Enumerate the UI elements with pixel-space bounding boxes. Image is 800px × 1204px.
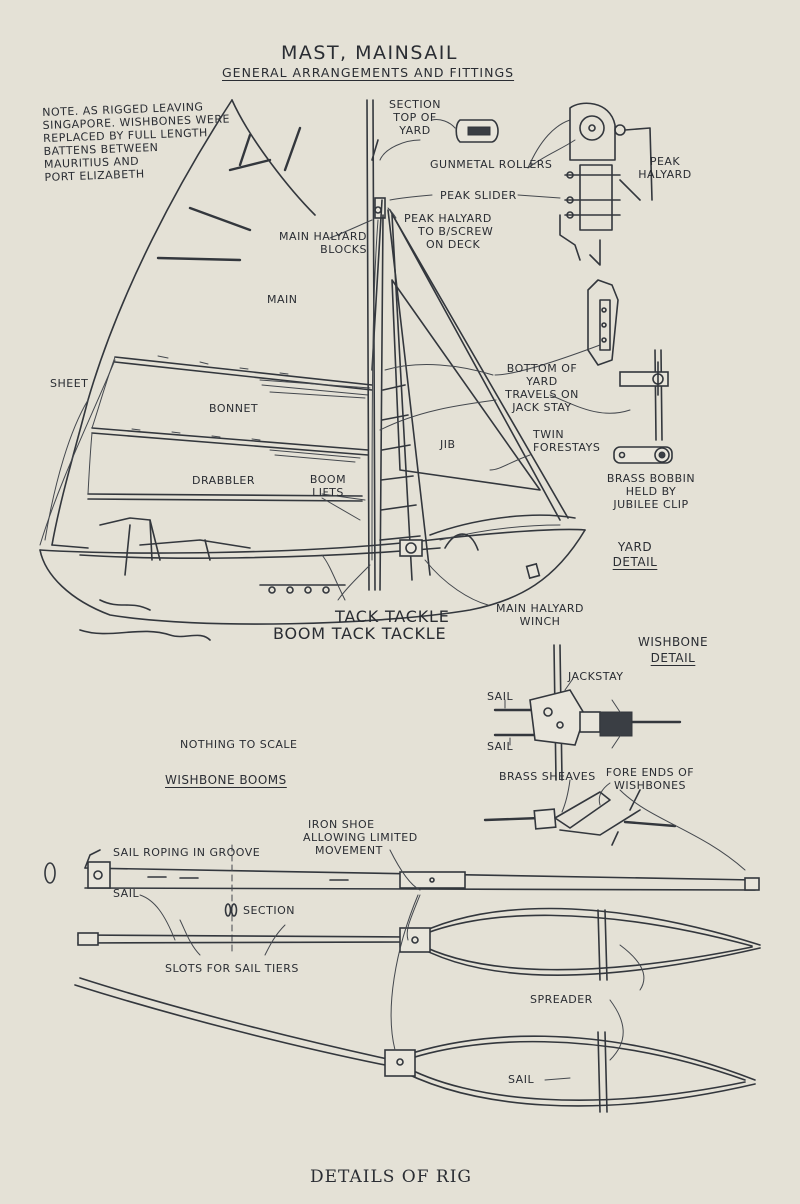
label-iron-shoe: IRON SHOE ALLOWING LIMITED MOVEMENT bbox=[303, 818, 418, 857]
label-bottom-of-yard: BOTTOM OF YARD TRAVELS ON JACK STAY bbox=[505, 362, 579, 414]
label-jackstay: JACKSTAY bbox=[568, 670, 624, 683]
diagram-title: MAST, MAINSAIL bbox=[281, 42, 458, 64]
wishbone-booms-drawing bbox=[44, 844, 761, 1113]
label-sheet: SHEET bbox=[50, 377, 89, 390]
label-spreader: SPREADER bbox=[530, 993, 593, 1006]
label-main: MAIN bbox=[267, 293, 298, 306]
label-boom-lifts: BOOM LIFTS bbox=[309, 473, 347, 499]
diagram-subtitle: GENERAL ARRANGEMENTS AND FITTINGS bbox=[222, 65, 515, 80]
sheet-lines bbox=[39, 359, 116, 546]
section-top-of-yard bbox=[455, 119, 499, 143]
label-sail-boom: SAIL bbox=[113, 887, 140, 900]
label-gunmetal-rollers: GUNMETAL ROLLERS bbox=[430, 158, 553, 171]
label-slots-for-sail-tiers: SLOTS FOR SAIL TIERS bbox=[165, 962, 299, 975]
label-sail-lower: SAIL bbox=[487, 740, 514, 753]
label-nothing-to-scale: NOTHING TO SCALE bbox=[180, 738, 298, 751]
label-jib: JIB bbox=[440, 438, 456, 451]
sail-booms bbox=[87, 355, 373, 502]
label-wishbone-booms: WISHBONE BOOMS bbox=[165, 773, 287, 787]
wishbone-detail-drawing bbox=[483, 644, 746, 871]
yard-detail-drawing bbox=[587, 279, 673, 464]
label-section-top-of-yard: SECTION TOP OF YARD bbox=[389, 98, 441, 137]
label-drabbler: DRABBLER bbox=[192, 474, 256, 487]
figure-caption: DETAILS OF RIG bbox=[310, 1167, 473, 1187]
peak-fittings bbox=[559, 102, 653, 266]
hull bbox=[39, 514, 586, 641]
label-wishbone-detail: WISHBONE DETAIL bbox=[637, 635, 709, 665]
mainsail-outline bbox=[51, 99, 316, 549]
label-sail-roping-in-groove: SAIL ROPING IN GROOVE bbox=[113, 846, 261, 859]
label-main-halyard-blocks: MAIN HALYARD BLOCKS bbox=[279, 230, 367, 256]
note-block: NOTE. AS RIGGED LEAVING SINGAPORE. WISHB… bbox=[42, 99, 232, 184]
label-peak-halyard: PEAK HALYARD bbox=[638, 155, 692, 181]
label-twin-forestays: TWIN FORESTAYS bbox=[533, 428, 601, 454]
label-brass-sheaves: BRASS SHEAVES bbox=[499, 770, 596, 783]
label-brass-bobbin: BRASS BOBBIN HELD BY JUBILEE CLIP bbox=[606, 472, 696, 511]
mast bbox=[366, 99, 569, 591]
label-fore-ends-of-wishbones: FORE ENDS OF WISHBONES bbox=[605, 766, 695, 792]
label-peak-halyard-to-screw: PEAK HALYARD TO B/SCREW ON DECK bbox=[404, 212, 494, 251]
label-sail-upper: SAIL bbox=[487, 690, 514, 703]
label-main-halyard-winch: MAIN HALYARD WINCH bbox=[496, 602, 584, 628]
label-yard-detail: YARD DETAIL bbox=[612, 540, 658, 569]
label-section: SECTION bbox=[243, 904, 295, 917]
label-bonnet: BONNET bbox=[209, 402, 259, 415]
upper-leaders bbox=[321, 119, 649, 606]
label-tack-tackle: TACK TACKLE bbox=[335, 607, 450, 626]
label-peak-slider: PEAK SLIDER bbox=[440, 189, 517, 202]
label-sail-wishbone: SAIL bbox=[508, 1073, 535, 1086]
label-boom-tack-tackle: BOOM TACK TACKLE bbox=[273, 624, 447, 643]
